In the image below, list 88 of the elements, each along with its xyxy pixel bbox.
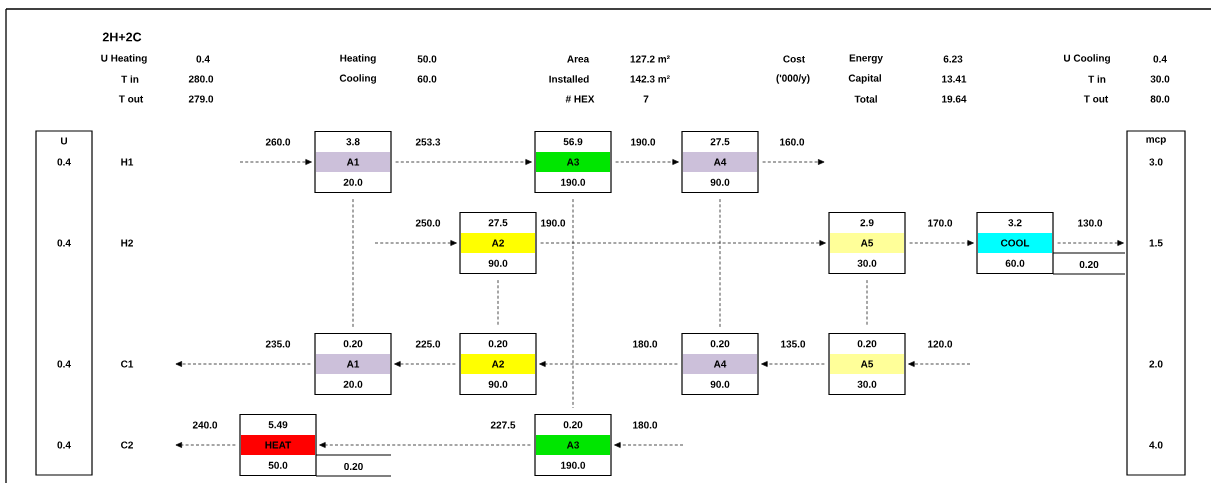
arrow <box>615 159 679 165</box>
label: 13.41 <box>942 75 967 83</box>
edge-label: 120.0 <box>926 339 954 349</box>
label: H2 <box>121 239 133 247</box>
edge-label: 160.0 <box>778 137 806 147</box>
label: Area <box>567 55 590 63</box>
arrow <box>1057 240 1124 246</box>
edge-label: 170.0 <box>926 218 954 228</box>
label: Heating <box>340 54 376 64</box>
edge-label: 130.0 <box>1076 218 1104 228</box>
label: 127.2 m² <box>630 55 670 63</box>
label: 142.3 m² <box>630 75 670 83</box>
label: 60.0 <box>417 75 437 83</box>
label: Installed <box>549 75 589 83</box>
exchanger-box: 27.5 A2 90.0 <box>459 211 537 275</box>
label: T in <box>121 75 139 83</box>
column-box: U 0.4 0.4 0.4 0.4 <box>35 130 93 476</box>
exchanger-box: 0.20 A2 90.0 <box>459 332 537 396</box>
arrow <box>374 240 457 246</box>
edge-label: 225.0 <box>414 339 442 349</box>
arrow <box>909 240 974 246</box>
arrow <box>908 361 971 367</box>
arrow <box>395 159 532 165</box>
exchanger-box: 0.20 A1 20.0 <box>314 332 392 396</box>
label: ('000/y) <box>776 74 810 84</box>
label: H1 <box>121 158 134 166</box>
arrow <box>175 361 311 367</box>
arrow <box>239 159 312 165</box>
title: 2H+2C <box>102 32 142 42</box>
arrow <box>540 240 826 246</box>
edge-label: 235.0 <box>264 339 292 349</box>
edge-label: 180.0 <box>631 420 659 430</box>
exchanger-box: 3.2 COOL 60.0 <box>976 211 1054 275</box>
exchanger-box: 56.9 A3 190.0 <box>534 130 612 194</box>
label: T in <box>1088 75 1106 83</box>
connector-line <box>352 198 354 328</box>
arrow <box>319 442 531 448</box>
exchanger-box: 0.20 A4 90.0 <box>681 332 759 396</box>
exchanger-box: 0.20 A5 30.0 <box>828 332 906 396</box>
label: Capital <box>848 74 881 84</box>
label: C2 <box>121 441 133 449</box>
column-box: mcp 3.0 1.5 2.0 4.0 <box>1126 130 1186 476</box>
exchanger-box: 0.20 A3 190.0 <box>534 413 612 477</box>
label: 280.0 <box>188 75 214 83</box>
label: 19.64 <box>942 95 967 103</box>
exchanger-box: 5.49 HEAT 50.0 <box>239 413 317 477</box>
label: T out <box>118 95 144 103</box>
edge-label: 240.0 <box>191 420 219 430</box>
label: U Heating <box>101 54 147 64</box>
label: 80.0 <box>1150 95 1170 103</box>
arrow <box>762 159 825 165</box>
exchanger-box: 27.5 A4 90.0 <box>681 130 759 194</box>
edge-label: 135.0 <box>779 339 807 349</box>
connector-line <box>719 198 721 328</box>
label: C1 <box>121 360 134 368</box>
edge-label: 260.0 <box>264 137 292 147</box>
connector-line <box>497 279 499 328</box>
arrow <box>761 361 825 367</box>
edge-label: 250.0 <box>414 218 442 228</box>
label: U Cooling <box>1064 54 1110 64</box>
value-cell: 0.20 <box>1052 252 1126 275</box>
edge-label: 180.0 <box>631 339 659 349</box>
edge-label: 190.0 <box>539 218 567 228</box>
label: 7 <box>643 95 649 103</box>
edge-label: 227.5 <box>489 420 517 430</box>
edge-label: 253.3 <box>414 137 442 147</box>
arrow <box>614 442 684 448</box>
label: Total <box>854 95 877 103</box>
connector-line <box>572 198 574 409</box>
arrow <box>539 361 678 367</box>
arrow <box>175 442 236 448</box>
label: 0.4 <box>196 55 210 63</box>
label: Cost <box>783 55 805 63</box>
edge-label: 190.0 <box>629 137 657 147</box>
label: 0.4 <box>1153 55 1167 63</box>
exchanger-box: 2.9 A5 30.0 <box>828 211 906 275</box>
label: 279.0 <box>188 95 214 103</box>
value-cell: 0.20 <box>315 454 392 477</box>
label: T out <box>1083 95 1109 103</box>
label: 6.23 <box>943 55 963 63</box>
label: Energy <box>849 54 883 64</box>
connector-line <box>866 279 868 328</box>
exchanger-box: 3.8 A1 20.0 <box>314 130 392 194</box>
label: 50.0 <box>417 55 437 63</box>
label: 30.0 <box>1150 75 1170 83</box>
label: # HEX <box>565 95 595 103</box>
label: Cooling <box>339 74 376 84</box>
arrow <box>394 361 456 367</box>
